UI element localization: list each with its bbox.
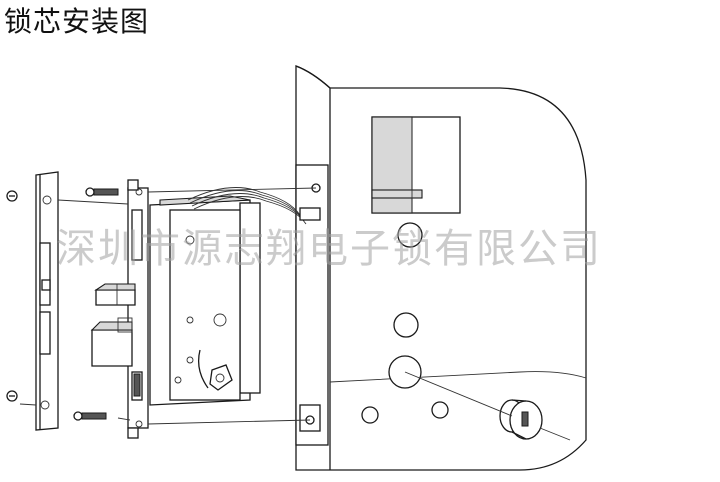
alignment-lines [19,187,513,425]
deadbolt [90,317,133,367]
screw-top-left [6,190,18,202]
mortise-lock-body [149,195,261,406]
door-panel [295,65,587,471]
diagram-title: 锁芯安装图 [4,5,150,38]
company-watermark: 深圳市源志翔电子锁有限公司 [56,226,602,272]
screws [6,187,119,421]
latch-bolt [94,283,136,306]
outer-faceplate [35,171,59,431]
screw-top-right [85,187,119,197]
screw-bottom-left [6,390,18,402]
screw-bottom-right [73,411,107,421]
wire-harness [187,187,321,225]
mortise-faceplate [127,179,149,439]
